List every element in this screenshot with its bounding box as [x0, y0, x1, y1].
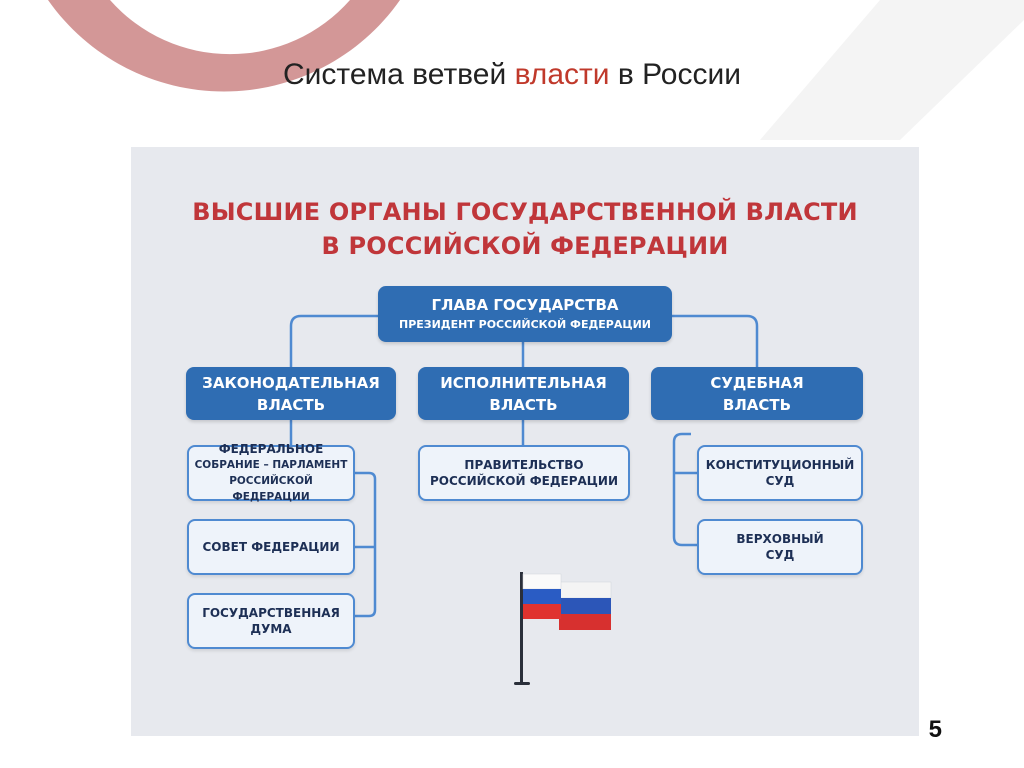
- heading-line-1: ВЫСШИЕ ОРГАНЫ ГОСУДАРСТВЕННОЙ ВЛАСТИ: [192, 198, 858, 226]
- federal-assembly-box: ФЕДЕРАЛЬНОЕ СОБРАНИЕ – ПАРЛАМЕНТ РОССИЙС…: [187, 442, 355, 503]
- connector-head-judicial: [672, 314, 759, 367]
- judicial-line-1: СУДЕБНАЯ: [710, 373, 804, 392]
- federation-council-label: СОВЕТ ФЕДЕРАЦИИ: [202, 540, 340, 554]
- president-label: ПРЕЗИДЕНТ РОССИЙСКОЙ ФЕДЕРАЦИИ: [398, 318, 651, 331]
- constitutional-court-line-1: КОНСТИТУЦИОННЫЙ: [705, 458, 855, 472]
- constitutional-court-line-2: СУД: [765, 474, 795, 488]
- judicial-line-2: ВЛАСТЬ: [722, 395, 792, 414]
- connector-assembly-bracket: [355, 471, 377, 618]
- russian-flag-icon: [514, 572, 612, 685]
- federal-assembly-line-1: ФЕДЕРАЛЬНОЕ: [218, 442, 324, 456]
- government-box: ПРАВИТЕЛЬСТВО РОССИЙСКОЙ ФЕДЕРАЦИИ: [418, 445, 630, 501]
- state-duma-box: ГОСУДАРСТВЕННАЯ ДУМА: [187, 593, 355, 649]
- state-duma-line-1: ГОСУДАРСТВЕННАЯ: [202, 606, 340, 620]
- legislative-line-1: ЗАКОНОДАТЕЛЬНАЯ: [202, 373, 380, 392]
- executive-line-2: ВЛАСТЬ: [489, 395, 558, 414]
- title-accent-word: власти: [514, 58, 610, 91]
- state-duma-line-2: ДУМА: [250, 622, 292, 636]
- page-number: 5: [928, 716, 942, 743]
- supreme-court-line-2: СУД: [765, 548, 795, 562]
- title-text: Система ветвей: [283, 58, 515, 91]
- federal-assembly-line-2: СОБРАНИЕ – ПАРЛАМЕНТ: [194, 459, 348, 471]
- legislative-line-2: ВЛАСТЬ: [256, 395, 326, 414]
- diagram-heading: ВЫСШИЕ ОРГАНЫ ГОСУДАРСТВЕННОЙ ВЛАСТИ В Р…: [131, 195, 919, 263]
- title-text-end: в России: [609, 58, 741, 91]
- federal-assembly-line-3: РОССИЙСКОЙ ФЕДЕРАЦИИ: [229, 475, 313, 503]
- heading-line-2: В РОССИЙСКОЙ ФЕДЕРАЦИИ: [321, 232, 729, 260]
- government-line-2: РОССИЙСКОЙ ФЕДЕРАЦИИ: [429, 474, 618, 488]
- supreme-court-box: ВЕРХОВНЫЙ СУД: [697, 519, 863, 575]
- head-of-state-title: ГЛАВА ГОСУДАРСТВА: [431, 296, 619, 314]
- government-line-1: ПРАВИТЕЛЬСТВО: [464, 458, 584, 472]
- head-of-state-box: ГЛАВА ГОСУДАРСТВА ПРЕЗИДЕНТ РОССИЙСКОЙ Ф…: [378, 286, 672, 342]
- connector-lines: [289, 314, 759, 618]
- constitutional-court-box: КОНСТИТУЦИОННЫЙ СУД: [697, 445, 863, 501]
- supreme-court-line-1: ВЕРХОВНЫЙ: [736, 532, 824, 546]
- executive-branch-box: ИСПОЛНИТЕЛЬНАЯ ВЛАСТЬ: [418, 367, 629, 420]
- legislative-branch-box: ЗАКОНОДАТЕЛЬНАЯ ВЛАСТЬ: [186, 367, 396, 420]
- slide-title: Система ветвей власти в России: [0, 58, 1024, 92]
- diagram-panel: ВЫСШИЕ ОРГАНЫ ГОСУДАРСТВЕННОЙ ВЛАСТИ В Р…: [131, 147, 919, 736]
- executive-line-1: ИСПОЛНИТЕЛЬНАЯ: [440, 373, 607, 392]
- judicial-branch-box: СУДЕБНАЯ ВЛАСТЬ: [651, 367, 863, 420]
- connector-head-legislative: [289, 314, 378, 367]
- connector-judicial-courts: [672, 432, 697, 547]
- federation-council-box: СОВЕТ ФЕДЕРАЦИИ: [187, 519, 355, 575]
